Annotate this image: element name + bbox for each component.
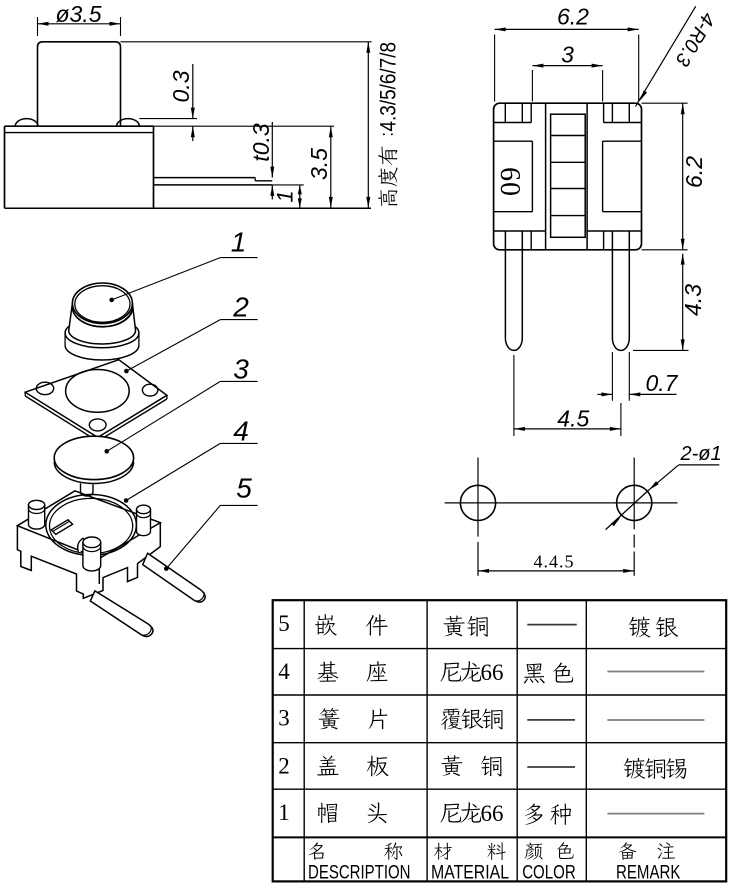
svg-text:REMARK: REMARK — [616, 862, 680, 884]
svg-text:COLOR: COLOR — [522, 862, 576, 884]
svg-text:0.7: 0.7 — [646, 370, 679, 396]
svg-text:ø3.5: ø3.5 — [55, 1, 101, 27]
svg-text:60: 60 — [494, 167, 525, 197]
svg-text:4.3: 4.3 — [680, 284, 706, 316]
svg-text:4: 4 — [278, 659, 290, 684]
svg-text:5: 5 — [236, 473, 252, 504]
svg-text:4.3/5/6/7/8: 4.3/5/6/7/8 — [376, 42, 401, 132]
svg-text:1: 1 — [231, 227, 247, 258]
svg-text:3.5: 3.5 — [306, 148, 332, 180]
svg-text:2-ø1: 2-ø1 — [680, 443, 722, 465]
svg-text:3: 3 — [233, 354, 249, 385]
svg-text:DESCRIPTION: DESCRIPTION — [308, 862, 411, 884]
svg-text:1: 1 — [273, 190, 298, 202]
svg-text:4: 4 — [233, 416, 249, 447]
svg-text:MATERIAL: MATERIAL — [431, 862, 509, 884]
svg-text:66: 66 — [481, 801, 504, 826]
svg-text:4.4.5: 4.4.5 — [534, 552, 575, 572]
svg-text:2: 2 — [278, 753, 290, 778]
svg-text:2: 2 — [232, 292, 249, 323]
svg-text:3: 3 — [278, 706, 290, 731]
svg-text:t0.3: t0.3 — [248, 123, 274, 162]
svg-text:0.3: 0.3 — [168, 70, 194, 102]
svg-text:1: 1 — [278, 800, 290, 825]
svg-text:4.5: 4.5 — [557, 406, 589, 432]
svg-text:5: 5 — [278, 611, 290, 636]
svg-text:6.2: 6.2 — [557, 4, 589, 30]
svg-text:6.2: 6.2 — [681, 156, 707, 188]
svg-text:66: 66 — [481, 660, 504, 685]
svg-text:3: 3 — [561, 42, 574, 68]
